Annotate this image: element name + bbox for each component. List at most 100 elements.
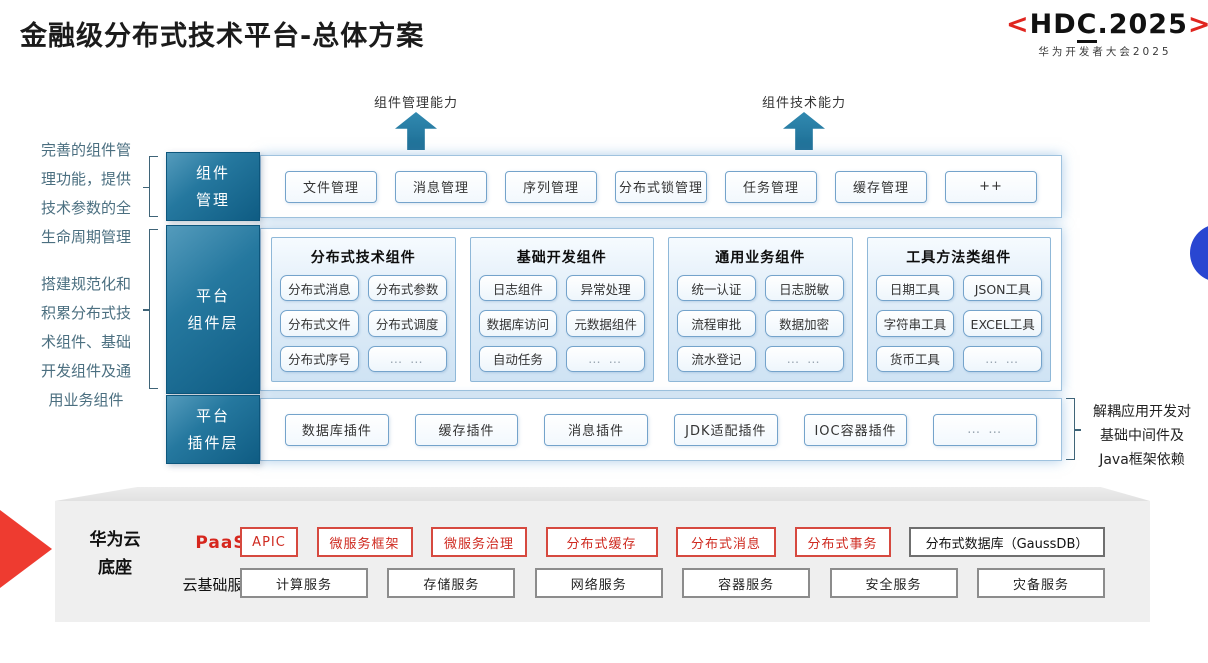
plugin-item: 数据库插件 <box>285 413 389 446</box>
row-label-platform-plugin-layer: 平台 插件层 <box>166 395 260 464</box>
up-arrow-icon <box>395 112 437 150</box>
component-column-grid: 分布式消息分布式参数分布式文件分布式调度分布式序号 … … <box>280 275 447 372</box>
right-note-decoupling: 解耦应用开发对 基础中间件及 Java框架依赖 <box>1093 404 1191 468</box>
paas-service-box: 微服务框架 <box>316 527 413 557</box>
paas-services-row: APIC 微服务框架微服务治理分布式缓存分布式消息分布式事务分布式数据库（Gaus… <box>240 527 1105 557</box>
up-arrow-icon <box>783 112 825 150</box>
component-chip: … … <box>764 345 844 372</box>
component-chip: 分布式参数 <box>367 275 447 302</box>
left-note-management: 完善的组件管 理功能，提供 技术参数的全 生命周期管理 <box>40 141 131 246</box>
cloud-service-box: 网络服务 <box>534 568 663 598</box>
cloud-service-box: 灾备服务 <box>976 568 1105 598</box>
component-chip: 异常处理 <box>566 275 645 302</box>
component-chip: 字符串工具 <box>875 310 955 337</box>
paas-label: PaaS <box>195 533 247 553</box>
cloud-services-row: 计算服务存储服务网络服务容器服务安全服务灾备服务 <box>240 568 1105 598</box>
capability-management-label: 组件管理能力 <box>373 96 458 111</box>
component-mgmt-item: 序列管理 <box>505 170 597 203</box>
component-chip: … … <box>963 345 1042 372</box>
component-mgmt-item: 缓存管理 <box>835 170 927 203</box>
hdc-right-bracket: > <box>1187 9 1208 40</box>
foundation-top-edge <box>55 487 1150 501</box>
component-chip: 流程审批 <box>677 310 756 337</box>
component-chip: 日志组件 <box>478 275 558 302</box>
huawei-cloud-foundation-label: 华为云 底座 <box>89 530 141 578</box>
plugin-item: … … <box>933 413 1038 446</box>
bracket-right-plugins <box>1066 398 1081 460</box>
page-title: 金融级分布式技术平台-总体方案 <box>20 21 425 52</box>
plugin-item: 缓存插件 <box>414 413 519 446</box>
hdc-c: C <box>1076 9 1098 43</box>
paas-service-box: 微服务治理 <box>431 527 527 557</box>
component-column-title: 分布式技术组件 <box>310 250 416 266</box>
paas-service-box: 分布式缓存 <box>545 527 658 557</box>
component-mgmt-item: ++ <box>945 170 1037 203</box>
component-chip: 分布式调度 <box>367 310 447 337</box>
component-mgmt-item: 文件管理 <box>285 170 377 203</box>
bracket-left-component-mgmt <box>143 156 158 217</box>
component-chip: 数据加密 <box>764 310 844 337</box>
row-label-component-management: 组件 管理 <box>166 152 260 221</box>
hdc-2025-logo: <HDC.2025> 华为开发者大会2025 <box>1006 8 1208 59</box>
component-column-grid: 日期工具 JSON工具字符串工具 EXCEL工具货币工具 … … <box>875 275 1042 372</box>
row-label-platform-component-layer: 平台 组件层 <box>166 225 260 394</box>
paas-database-box: 分布式数据库（GaussDB） <box>909 527 1105 557</box>
capability-technical-label: 组件技术能力 <box>761 96 846 111</box>
component-column: 通用业务组件统一认证日志脱敏流程审批数据加密流水登记 … … <box>668 237 853 382</box>
component-chip: EXCEL工具 <box>963 310 1042 337</box>
bracket-left-platform-components <box>143 229 158 389</box>
component-column-title: 基础开发组件 <box>516 250 607 266</box>
component-chip: 统一认证 <box>677 275 756 302</box>
plugin-item: IOC容器插件 <box>803 413 908 446</box>
component-column-title: 工具方法类组件 <box>906 250 1012 266</box>
component-mgmt-item: 消息管理 <box>395 170 487 203</box>
component-chip: … … <box>367 345 447 372</box>
component-column: 工具方法类组件日期工具 JSON工具字符串工具 EXCEL工具货币工具 … … <box>866 237 1051 382</box>
paas-service-box: 分布式事务 <box>794 527 891 557</box>
capability-management: 组件管理能力 <box>360 92 472 150</box>
component-mgmt-item: 分布式锁管理 <box>615 170 707 203</box>
hdc-hd: HD <box>1029 9 1077 40</box>
component-chip: 分布式文件 <box>280 310 359 337</box>
paas-service-box: 分布式消息 <box>676 527 776 557</box>
left-note-components: 搭建规范化和 积累分布式技 术组件、基础 开发组件及通 用业务组件 <box>40 275 131 409</box>
cloud-service-box: 计算服务 <box>240 568 368 598</box>
cloud-basic-services-label: 云基础服务 <box>182 576 258 594</box>
component-management-body: 文件管理消息管理序列管理分布式锁管理任务管理缓存管理 ++ <box>260 155 1062 218</box>
plugin-item: JDK适配插件 <box>674 413 778 446</box>
component-chip: 货币工具 <box>875 345 955 372</box>
hdc-logo-text: <HDC.2025> <box>1006 8 1208 43</box>
component-chip: 数据库访问 <box>478 310 558 337</box>
component-column: 分布式技术组件分布式消息分布式参数分布式文件分布式调度分布式序号 … … <box>271 237 456 382</box>
hdc-left-bracket: < <box>1006 9 1030 40</box>
component-chip: 日期工具 <box>875 275 955 302</box>
paas-service-box: APIC <box>240 527 298 557</box>
component-chip: JSON工具 <box>963 275 1042 302</box>
capability-technical: 组件技术能力 <box>748 92 860 150</box>
component-chip: 自动任务 <box>478 345 558 372</box>
component-column-title: 通用业务组件 <box>715 250 806 266</box>
platform-component-layer-body: 分布式技术组件分布式消息分布式参数分布式文件分布式调度分布式序号… …基础开发组… <box>260 228 1062 391</box>
cloud-service-box: 容器服务 <box>682 568 811 598</box>
cloud-service-box: 存储服务 <box>387 568 516 598</box>
component-mgmt-item: 任务管理 <box>725 170 817 203</box>
component-chip: 元数据组件 <box>566 310 645 337</box>
component-column-grid: 统一认证日志脱敏流程审批数据加密流水登记 … … <box>677 275 844 372</box>
row-component-management: 组件 管理 文件管理消息管理序列管理分布式锁管理任务管理缓存管理 ++ <box>166 152 1062 221</box>
component-chip: 分布式序号 <box>280 345 359 372</box>
component-column: 基础开发组件日志组件异常处理数据库访问元数据组件自动任务 … … <box>469 237 654 382</box>
component-chip: … … <box>566 345 645 372</box>
row-platform-component-layer: 平台 组件层 分布式技术组件分布式消息分布式参数分布式文件分布式调度分布式序号 …… <box>166 225 1062 394</box>
cloud-service-box: 安全服务 <box>829 568 958 598</box>
component-column-grid: 日志组件异常处理数据库访问元数据组件自动任务 … … <box>478 275 645 372</box>
hdc-logo-subtitle: 华为开发者大会2025 <box>1038 46 1172 58</box>
component-chip: 流水登记 <box>677 345 756 372</box>
red-pointer-icon <box>0 504 52 594</box>
component-chip: 日志脱敏 <box>764 275 844 302</box>
hdc-rest: .2025 <box>1097 9 1188 40</box>
component-chip: 分布式消息 <box>280 275 359 302</box>
